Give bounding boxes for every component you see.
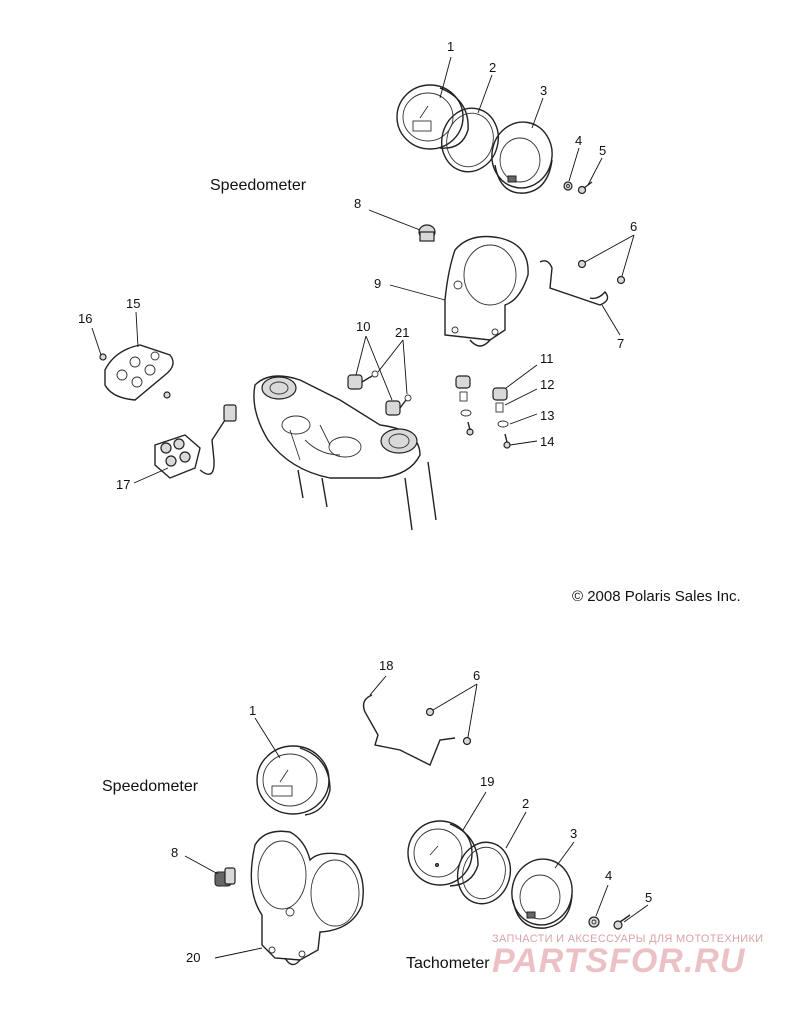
tachometer-gauge-bottom — [407, 820, 479, 887]
washer-screw-top — [563, 181, 593, 195]
indicator-harness-top — [154, 404, 237, 479]
callout-17-top: 17 — [116, 477, 130, 492]
callout-4-bottom: 4 — [605, 868, 612, 883]
leader-lines-top — [91, 56, 635, 484]
callout-19-bottom: 19 — [480, 774, 494, 789]
callout-13-top: 13 — [540, 408, 554, 423]
callout-5-top: 5 — [599, 143, 606, 158]
callout-1-top: 1 — [447, 39, 454, 54]
callout-3-bottom: 3 — [570, 826, 577, 841]
bulb-socket-top — [418, 224, 436, 242]
indicator-panel-top — [99, 344, 174, 401]
callout-7-top: 7 — [617, 336, 624, 351]
section-label-tachometer: Tachometer — [406, 955, 490, 972]
callout-6-top: 6 — [630, 219, 637, 234]
callout-15-top: 15 — [126, 296, 140, 311]
watermark-tagline: ЗАПЧАСТИ И АКСЕССУАРЫ ДЛЯ МОТОТЕХНИКИ — [492, 933, 764, 945]
leader-lines-bottom — [184, 675, 649, 959]
watermark-logo: PARTSFOR.RU — [492, 942, 746, 980]
speedometer-gauge-bottom — [256, 745, 331, 816]
gauge-housing-bottom — [511, 858, 573, 929]
callout-10-top: 10 — [356, 319, 370, 334]
gauge-ring-top — [441, 107, 499, 173]
gauge-ring-bottom — [456, 841, 512, 905]
callout-4-top: 4 — [575, 133, 582, 148]
gauge-bracket-top — [444, 235, 529, 347]
dual-gauge-bracket-bottom — [250, 830, 364, 966]
callout-2-top: 2 — [489, 60, 496, 75]
callout-11-top: 11 — [540, 351, 554, 366]
callout-numbers-top: 1 2 3 4 5 8 6 9 7 16 15 10 21 11 12 13 1… — [78, 39, 637, 492]
grommet-set-top — [455, 375, 511, 449]
copyright-notice: © 2008 Polaris Sales Inc. — [572, 588, 741, 605]
callout-numbers-bottom: 18 6 1 8 19 2 3 4 5 20 — [171, 658, 652, 965]
triple-clamp — [253, 375, 437, 531]
callout-20-bottom: 20 — [186, 950, 200, 965]
rubber-mounts-top — [347, 370, 412, 416]
washer-screw-bottom — [588, 914, 631, 930]
callout-16-top: 16 — [78, 311, 92, 326]
speedometer-gauge-top — [396, 84, 469, 150]
wire-clip-bottom — [362, 694, 472, 766]
section-label-speedometer-bottom: Speedometer — [102, 778, 199, 795]
callout-12-top: 12 — [540, 377, 554, 392]
callout-1-bottom: 1 — [249, 703, 256, 718]
section-label-speedometer-top: Speedometer — [210, 177, 307, 194]
callout-8-top: 8 — [354, 196, 361, 211]
wire-clip-top — [539, 259, 626, 306]
callout-6-bottom: 6 — [473, 668, 480, 683]
bulb-socket-bottom — [214, 867, 236, 887]
callout-8-bottom: 8 — [171, 845, 178, 860]
callout-2-bottom: 2 — [522, 796, 529, 811]
callout-14-top: 14 — [540, 434, 554, 449]
callout-21-top: 21 — [395, 325, 409, 340]
callout-5-bottom: 5 — [645, 890, 652, 905]
gauge-housing-top — [491, 121, 553, 194]
callout-18-bottom: 18 — [379, 658, 393, 673]
callout-3-top: 3 — [540, 83, 547, 98]
callout-9-top: 9 — [374, 276, 381, 291]
